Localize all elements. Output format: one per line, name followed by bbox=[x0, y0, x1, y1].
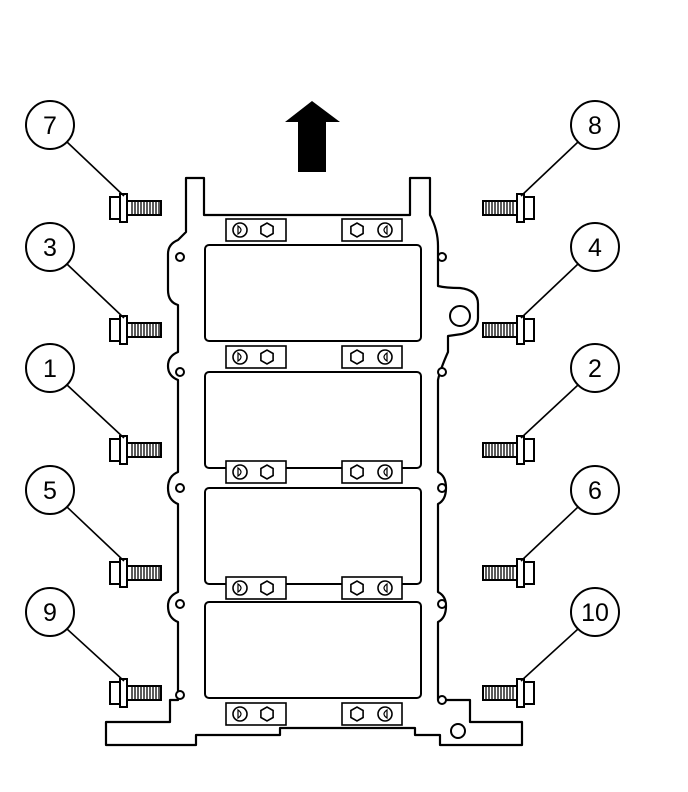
cap-bolt-hex bbox=[260, 580, 274, 596]
callout-number: 5 bbox=[43, 477, 57, 505]
d-mark-icon bbox=[232, 464, 248, 480]
bearing-journal bbox=[204, 244, 422, 342]
d-mark-icon bbox=[377, 580, 393, 596]
leader-line bbox=[66, 628, 125, 682]
callout-9: 9 bbox=[25, 587, 125, 682]
callout-number: 4 bbox=[588, 234, 602, 262]
leader-line bbox=[66, 141, 125, 197]
callout-10: 10 bbox=[520, 587, 620, 682]
callout-circle bbox=[25, 343, 75, 393]
callout-circle bbox=[570, 587, 620, 637]
leader-line bbox=[66, 384, 125, 439]
cap-bolt-hex bbox=[260, 464, 274, 480]
bolt-icon bbox=[482, 435, 535, 465]
d-mark-icon bbox=[232, 222, 248, 238]
callout-circle bbox=[570, 222, 620, 272]
d-mark-icon bbox=[377, 464, 393, 480]
mounting-hole bbox=[175, 599, 185, 609]
callout-1: 1 bbox=[25, 343, 125, 439]
mounting-hole bbox=[175, 690, 185, 700]
callouts: 7 8 3 4 1 2 5 6 9 10 bbox=[25, 100, 620, 682]
callout-2: 2 bbox=[520, 343, 620, 439]
bolts bbox=[109, 193, 535, 708]
callout-number: 9 bbox=[43, 599, 57, 627]
leader-line bbox=[66, 506, 125, 562]
mounting-holes bbox=[175, 252, 471, 739]
callout-6: 6 bbox=[520, 465, 620, 562]
mounting-hole bbox=[437, 367, 447, 377]
cap-bolt-hex bbox=[260, 706, 274, 722]
callout-number: 1 bbox=[43, 355, 57, 383]
cap-bolt-hex bbox=[350, 222, 364, 238]
leader-line bbox=[520, 384, 579, 439]
callout-number: 2 bbox=[588, 355, 602, 383]
callout-4: 4 bbox=[520, 222, 620, 319]
mounting-hole bbox=[437, 252, 447, 262]
leader-line bbox=[520, 141, 579, 197]
cap-bolt-hex bbox=[350, 349, 364, 365]
callout-number: 7 bbox=[43, 112, 57, 140]
bearing-caps bbox=[204, 218, 422, 726]
callout-number: 8 bbox=[588, 112, 602, 140]
bolt-icon bbox=[482, 193, 535, 223]
bolt-icon bbox=[109, 435, 162, 465]
mounting-hole bbox=[437, 483, 447, 493]
d-mark-icon bbox=[377, 706, 393, 722]
callout-circle bbox=[25, 222, 75, 272]
leader-line bbox=[520, 263, 579, 319]
bearing-journal bbox=[204, 487, 422, 585]
callout-circle bbox=[25, 465, 75, 515]
mounting-hole bbox=[175, 483, 185, 493]
bearing-journal bbox=[204, 371, 422, 469]
callout-3: 3 bbox=[25, 222, 125, 319]
mounting-hole bbox=[437, 599, 447, 609]
callout-circle bbox=[25, 100, 75, 150]
bolt-icon bbox=[109, 558, 162, 588]
leader-line bbox=[520, 628, 579, 682]
callout-circle bbox=[570, 343, 620, 393]
mounting-hole bbox=[175, 367, 185, 377]
callout-circle bbox=[570, 100, 620, 150]
d-mark-icon bbox=[232, 706, 248, 722]
callout-number: 10 bbox=[581, 599, 609, 627]
callout-5: 5 bbox=[25, 465, 125, 562]
d-mark-icon bbox=[377, 349, 393, 365]
cap-bolt-hex bbox=[350, 580, 364, 596]
callout-circle bbox=[25, 587, 75, 637]
callout-circle bbox=[570, 465, 620, 515]
callout-7: 7 bbox=[25, 100, 125, 197]
cap-bolt-hex bbox=[350, 706, 364, 722]
bolt-icon bbox=[482, 315, 535, 345]
mounting-hole bbox=[450, 723, 466, 739]
callout-number: 6 bbox=[588, 477, 602, 505]
bolt-icon bbox=[482, 558, 535, 588]
d-mark-icon bbox=[377, 222, 393, 238]
leader-line bbox=[66, 263, 125, 319]
cap-bolt-hex bbox=[260, 222, 274, 238]
bolt-icon bbox=[109, 193, 162, 223]
front-arrow-icon bbox=[285, 101, 340, 172]
cap-bolt-hex bbox=[260, 349, 274, 365]
callout-number: 3 bbox=[43, 234, 57, 262]
mounting-hole bbox=[437, 695, 447, 705]
mounting-hole bbox=[175, 252, 185, 262]
d-mark-icon bbox=[232, 349, 248, 365]
bolt-icon bbox=[109, 315, 162, 345]
bolt-icon bbox=[482, 678, 535, 708]
callout-8: 8 bbox=[520, 100, 620, 197]
mounting-hole bbox=[449, 305, 471, 327]
leader-line bbox=[520, 506, 579, 562]
bearing-journal bbox=[204, 601, 422, 699]
cap-bolt-hex bbox=[350, 464, 364, 480]
d-mark-icon bbox=[232, 580, 248, 596]
bolt-icon bbox=[109, 678, 162, 708]
